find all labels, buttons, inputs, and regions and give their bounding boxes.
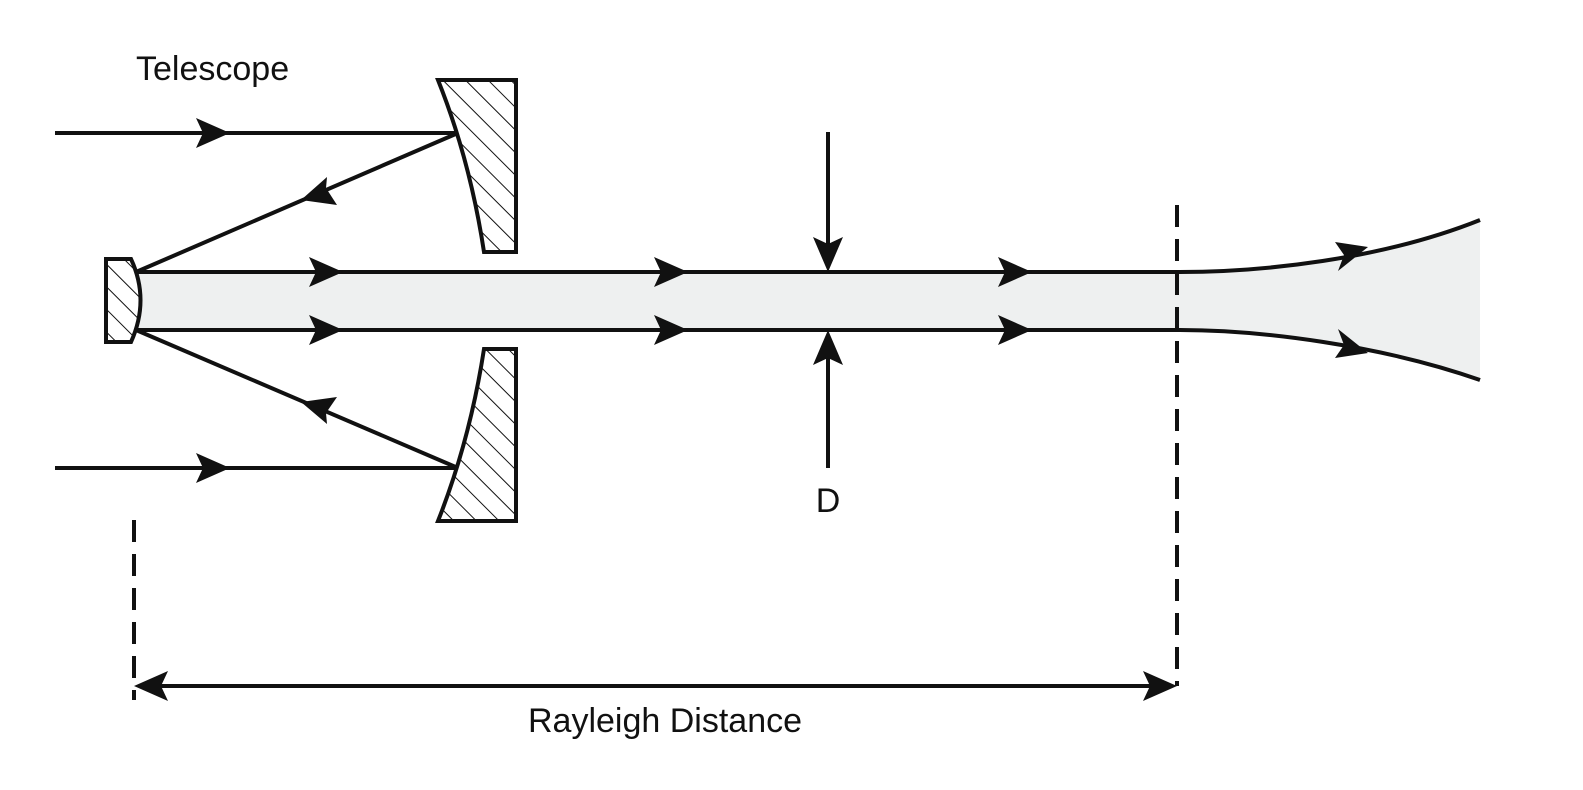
arrowhead [654, 257, 688, 287]
arrowhead [301, 177, 337, 205]
arrowhead [998, 257, 1032, 287]
rayleigh-distance-label: Rayleigh Distance [528, 702, 802, 740]
arrowhead [196, 453, 230, 483]
diameter-label: D [816, 482, 841, 520]
primary-mirror-top [435, 78, 518, 254]
arrowhead [998, 315, 1032, 345]
reflected-ray-top [135, 131, 459, 274]
arrowhead [813, 330, 843, 365]
arrowhead [134, 671, 168, 701]
arrowhead [301, 397, 337, 424]
arrowhead [309, 257, 343, 287]
arrowhead [309, 315, 343, 345]
arrowhead [813, 237, 843, 272]
reflected-ray-bottom [135, 328, 459, 470]
arrowhead [654, 315, 688, 345]
arrowhead [196, 118, 230, 148]
collimated-beam [136, 220, 1480, 380]
secondary-mirror [104, 257, 143, 344]
primary-mirror-bottom [435, 347, 518, 523]
telescope-label: Telescope [136, 50, 289, 88]
arrowhead [1143, 671, 1177, 701]
beam-upper-edge [136, 218, 1481, 274]
arrowhead [1335, 242, 1368, 271]
beam-lower-edge [136, 328, 1481, 382]
arrowhead [1335, 329, 1368, 358]
